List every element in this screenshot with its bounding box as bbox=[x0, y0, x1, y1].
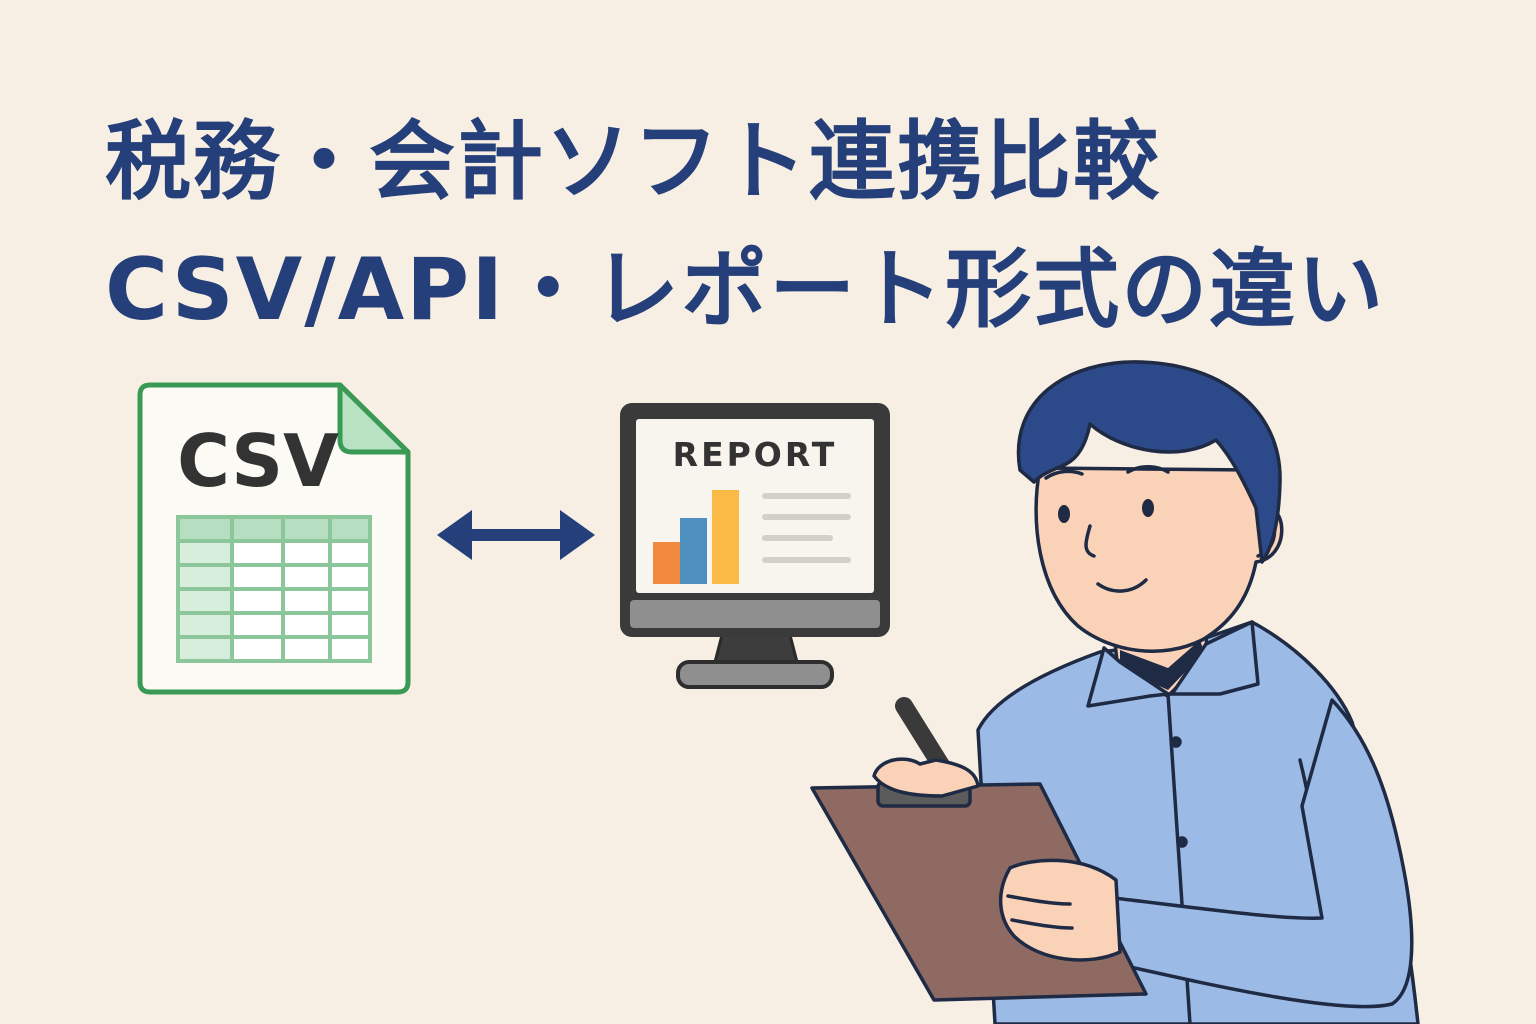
shirt-collar-right bbox=[1170, 620, 1260, 696]
right-eye bbox=[1142, 499, 1154, 517]
report-bar bbox=[653, 542, 680, 584]
writing-hand bbox=[872, 757, 980, 798]
nose bbox=[1084, 524, 1096, 558]
monitor-icon: REPORT bbox=[620, 403, 890, 689]
mouth bbox=[1096, 578, 1148, 593]
holding-hand bbox=[998, 858, 1122, 962]
report-bar-chart bbox=[653, 490, 739, 584]
hair bbox=[1016, 360, 1282, 564]
right-sleeve bbox=[1106, 698, 1414, 1009]
report-text-lines bbox=[762, 493, 851, 563]
spreadsheet-grid bbox=[176, 515, 372, 663]
shirt-button bbox=[1170, 736, 1182, 748]
double-arrow-icon bbox=[437, 510, 595, 560]
csv-label: CSV bbox=[177, 419, 339, 503]
left-eyebrow bbox=[1044, 469, 1084, 480]
report-label: REPORT bbox=[673, 435, 838, 474]
title-line-1: 税務・会計ソフト連携比較 bbox=[105, 112, 1161, 212]
csv-file-icon: CSV bbox=[137, 382, 411, 695]
face bbox=[1034, 466, 1284, 653]
page-title: 税務・会計ソフト連携比較 CSV/API・レポート形式の違い bbox=[105, 98, 1385, 354]
report-bar bbox=[712, 490, 739, 584]
left-eye bbox=[1058, 505, 1070, 523]
shirt-button bbox=[1176, 836, 1188, 848]
report-bar bbox=[680, 518, 707, 584]
title-line-2: CSV/API・レポート形式の違い bbox=[105, 240, 1386, 340]
shirt-collar-left bbox=[1086, 646, 1170, 708]
right-eyebrow bbox=[1126, 465, 1170, 474]
man-with-clipboard-illustration bbox=[810, 360, 1420, 1024]
